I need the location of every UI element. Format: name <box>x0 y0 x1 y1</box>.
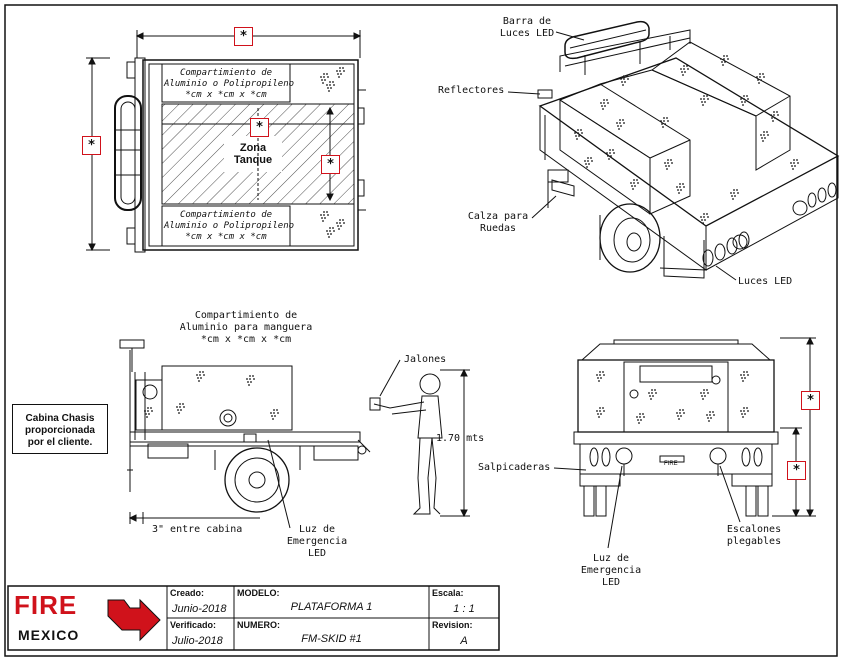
poles-label: Jalones <box>404 354 447 365</box>
created-label: Creado: <box>170 588 205 598</box>
compartment-top-label: Compartimiento de Aluminio o Polipropile… <box>164 68 295 100</box>
chassis-note: Cabina Chasis proporcionada por el clien… <box>12 404 108 454</box>
scale-label: Escala: <box>432 588 464 598</box>
number-value: FM-SKID #1 <box>301 633 362 645</box>
rear-view <box>553 336 816 549</box>
dim-marker: * <box>234 27 253 46</box>
side-view <box>119 339 470 529</box>
zone-label: Zona Tanque <box>233 142 273 166</box>
wheel-chock-label: Calza para Ruedas <box>467 211 529 234</box>
title-block-frame <box>7 585 500 651</box>
revision-value: A <box>460 635 468 647</box>
revision-label: Revision: <box>432 620 473 630</box>
rear-plate-text: FIRE <box>664 461 678 467</box>
rear-emergency-light-label: Luz de Emergencia LED <box>580 553 642 588</box>
number-label: NUMERO: <box>237 620 280 630</box>
verified-value: Julio-2018 <box>172 635 223 647</box>
light-bar-label: Barra de Luces LED <box>499 16 555 39</box>
dim-marker: * <box>787 461 806 480</box>
dim-marker: * <box>82 136 101 155</box>
height-dimension: 1.70 mts <box>436 433 485 444</box>
dim-marker: * <box>801 391 820 410</box>
steps-label: Escalones plegables <box>726 524 782 547</box>
iso-view <box>537 20 840 279</box>
gap-dimension: 3" entre cabina <box>152 524 243 535</box>
dim-marker: * <box>250 118 269 137</box>
created-value: Junio-2018 <box>172 603 227 615</box>
hose-compartment-label: Compartimiento de Aluminio para manguera… <box>179 310 313 345</box>
verified-label: Verificado: <box>170 620 217 630</box>
mudflaps-label: Salpicaderas <box>478 462 551 473</box>
dim-marker: * <box>321 155 340 174</box>
model-value: PLATAFORMA 1 <box>290 601 373 613</box>
logo-mexico: MEXICO <box>18 627 80 643</box>
led-lights-label: Luces LED <box>738 276 793 287</box>
reflectors-label: Reflectores <box>438 85 505 96</box>
logo-fire: FIRE <box>14 590 78 620</box>
scale-value: 1 : 1 <box>453 603 475 615</box>
compartment-bottom-label: Compartimiento de Aluminio o Polipropile… <box>164 210 295 242</box>
side-emergency-light-label: Luz de Emergencia LED <box>286 524 348 559</box>
model-label: MODELO: <box>237 588 280 598</box>
logo-arrow-icon <box>107 598 161 642</box>
